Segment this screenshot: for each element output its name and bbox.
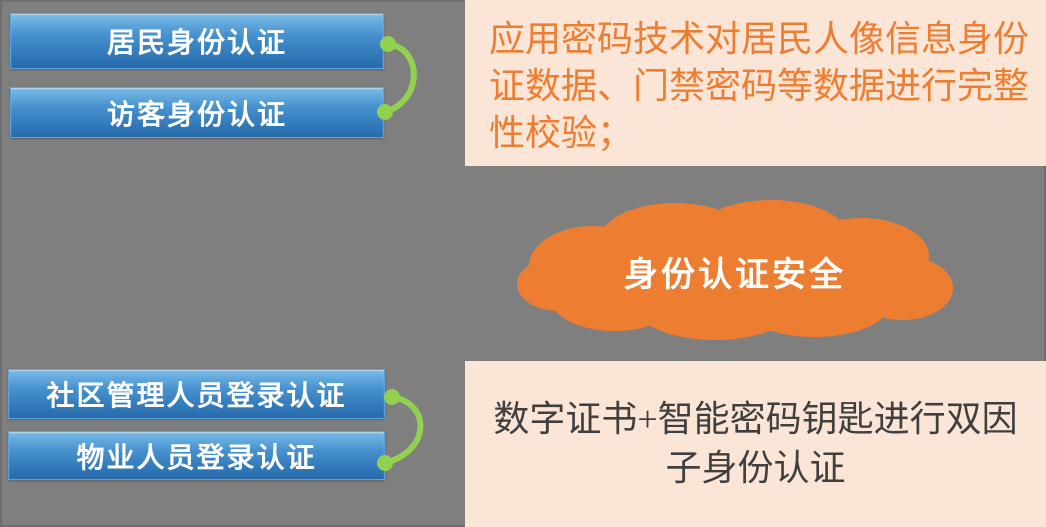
integrity-check-note-text: 应用密码技术对居民人像信息身份证数据、门禁密码等数据进行完整性校验； bbox=[489, 19, 1030, 153]
integrity-check-note: 应用密码技术对居民人像信息身份证数据、门禁密码等数据进行完整性校验； bbox=[465, 0, 1046, 166]
property-staff-login-auth-label: 物业人员登录认证 bbox=[76, 441, 317, 473]
visitor-identity-auth-label: 访客身份认证 bbox=[106, 98, 287, 130]
property-staff-login-auth-button[interactable]: 物业人员登录认证 bbox=[8, 431, 385, 480]
visitor-identity-auth-button[interactable]: 访客身份认证 bbox=[10, 87, 384, 138]
cloud-label: 身份认证安全 bbox=[624, 255, 846, 294]
resident-identity-auth-button[interactable]: 居民身份认证 bbox=[10, 13, 384, 69]
community-manager-login-auth-button[interactable]: 社区管理人员登录认证 bbox=[8, 369, 385, 419]
connector-dot bbox=[384, 389, 400, 405]
resident-identity-auth-label: 居民身份认证 bbox=[106, 27, 287, 58]
two-factor-auth-note-text: 数字证书+智能密码钥匙进行双因子身份认证 bbox=[493, 399, 1018, 488]
cloud-icon bbox=[517, 200, 953, 340]
identity-auth-security-cloud: 身份认证安全 bbox=[513, 196, 957, 346]
community-manager-login-auth-label: 社区管理人员登录认证 bbox=[46, 380, 347, 411]
two-factor-auth-note: 数字证书+智能密码钥匙进行双因子身份认证 bbox=[465, 361, 1046, 527]
